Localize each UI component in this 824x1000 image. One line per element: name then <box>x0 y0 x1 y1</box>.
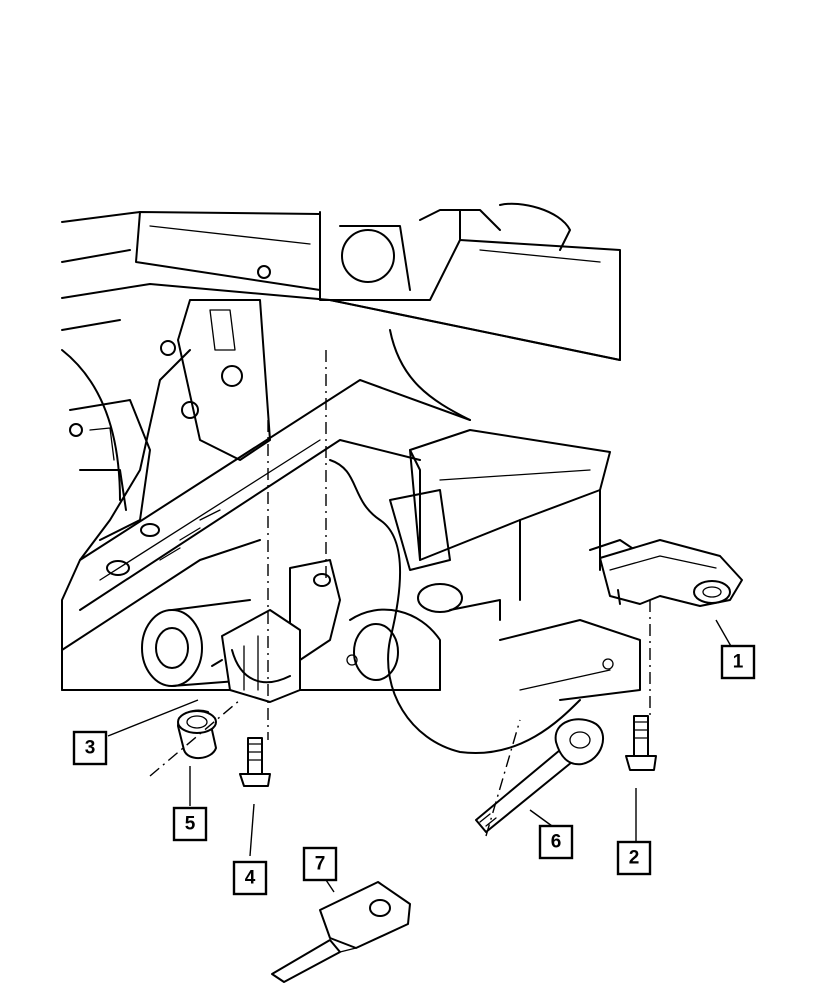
callout-7: 7 <box>302 846 338 882</box>
assembly-centerlines <box>149 350 651 837</box>
part-bolt-right <box>625 715 657 771</box>
part-bolt-left <box>239 737 271 787</box>
part-bushing-clamp <box>211 559 341 703</box>
callout-2: 2 <box>616 840 652 876</box>
callout-6: 6 <box>538 824 574 860</box>
callout-5: 5 <box>172 806 208 842</box>
vehicle-underbody <box>61 202 651 755</box>
callout-5-label: 5 <box>185 814 196 835</box>
callout-1: 1 <box>720 644 756 680</box>
part-bushing <box>177 709 217 759</box>
part-eye-bolt <box>475 718 605 833</box>
leader-lines <box>107 619 733 893</box>
part-stabilizer-link <box>599 539 743 607</box>
callout-2-label: 2 <box>629 848 640 869</box>
callout-6-label: 6 <box>551 832 562 853</box>
callout-3-label: 3 <box>85 738 96 759</box>
callout-7-label: 7 <box>315 854 326 875</box>
callout-3: 3 <box>72 730 108 766</box>
part-mount-bracket <box>271 881 411 983</box>
callout-1-label: 1 <box>733 652 744 673</box>
callout-4-label: 4 <box>245 868 256 889</box>
callout-4: 4 <box>232 860 268 896</box>
